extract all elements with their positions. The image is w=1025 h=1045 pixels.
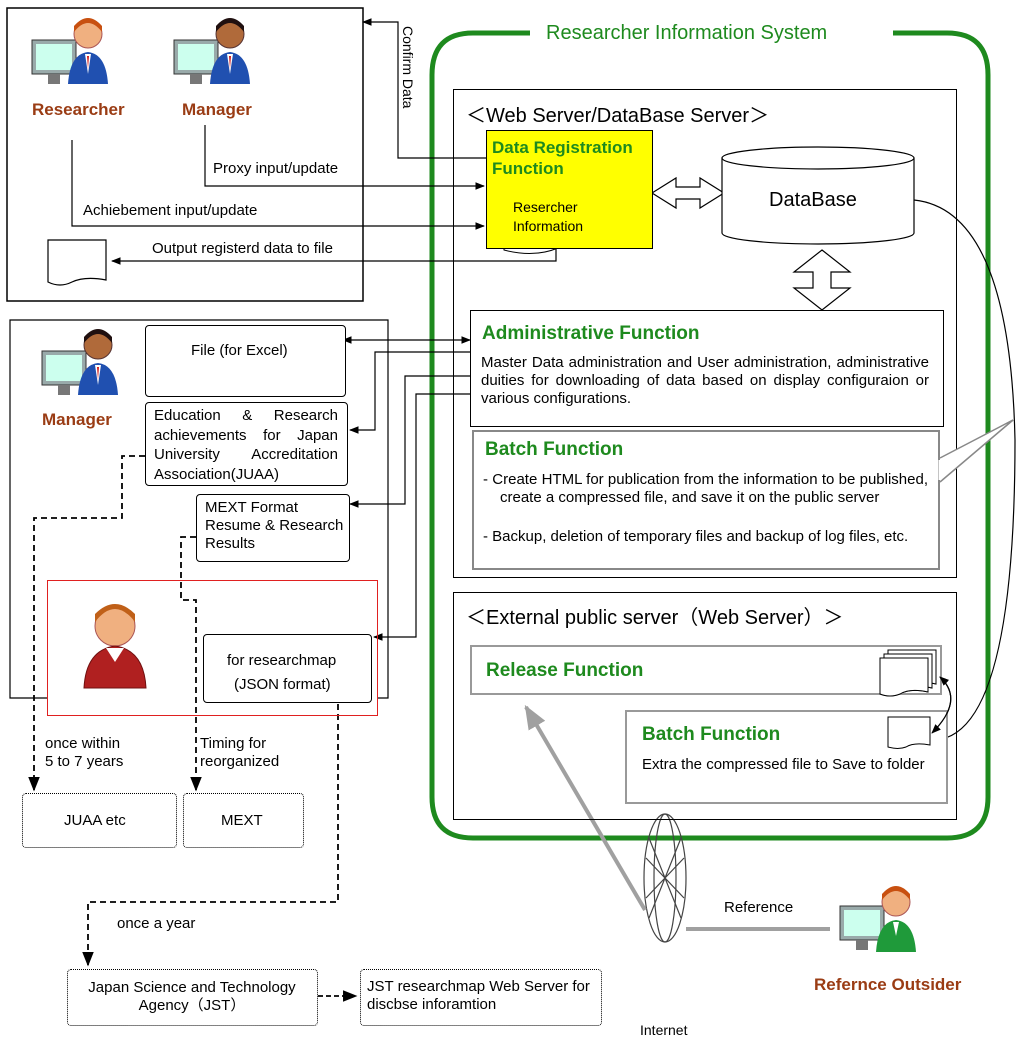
internet-globe-icon [643,813,687,943]
mext-destination-box [183,793,304,848]
excel-file-label: File (for Excel) [191,342,288,359]
db-to-batch-curve [913,199,1016,744]
admin-to-researchmap-arrow [373,393,470,641]
mext-format-label: MEXT Format Resume & Research Results [205,499,344,552]
researchmap-person-icon [80,600,150,692]
batch-function-box [472,430,940,570]
juaa-report-box [145,402,348,486]
internet-label: Internet [640,1022,688,1038]
manager-top-label: Manager [182,100,252,119]
achievement-arrow [71,140,485,230]
confirm-data-arrow [362,18,486,159]
admin-to-juaa-arrow [349,351,470,434]
data-registration-box [486,130,653,249]
researcher-info-line2: Information [513,218,584,234]
batch-item1: - Create HTML for publication from the i… [483,471,928,506]
juaa-destination-box [22,793,177,848]
juaa-timing-line2: 5 to 7 years [45,753,124,770]
outsider-avatar-icon [838,882,920,962]
researchmap-box [203,634,372,703]
jst-dashed-arrow [82,704,339,967]
juaa-dashed-arrow [28,455,145,792]
jst-destination-box [67,969,318,1026]
web-server-box [453,89,957,578]
mext-dashed-arrow [180,536,202,792]
output-arrow [111,248,557,265]
users-top-frame [6,7,364,302]
admin-function-box [470,310,944,427]
proxy-arrow [204,125,485,190]
external-server-title: ＜External public server（Web Server）＞ [466,607,844,629]
web-server-title: ＜Web Server/DataBase Server＞ [466,105,770,127]
admin-title: Administrative Function [482,323,700,344]
manager-mid-label: Manager [42,410,112,429]
system-frame [429,30,991,841]
juaa-destination-label: JUAA etc [64,812,126,829]
output-file-icon [47,239,107,286]
reference-label: Reference [724,899,794,916]
juaa-report-label: Education & Research achievements for Ja… [154,407,338,483]
researchmap-frame [47,580,378,716]
external-server-box [453,592,957,820]
mext-timing-line2: reorganized [200,753,280,770]
researchmap-line2: (JSON format) [234,676,331,693]
admin-to-mext-arrow [349,375,470,508]
outsider-label: Refernce Outsider [814,975,962,994]
researchmap-line1: for researchmap [227,652,337,669]
manager-frame [9,319,389,699]
data-registration-title: Data Registration Function [492,138,633,178]
admin-text: Master Data administration and User admi… [481,354,929,407]
batch-item2: - Backup, deletion of temporary files an… [483,528,909,545]
mext-destination-label: MEXT [221,812,263,829]
confirm-data-label: Confirm Data [400,26,416,109]
mext-format-box [196,494,350,562]
jst-destination-label: Japan Science and Technology Agency（JST） [88,979,296,1014]
internet-to-release-arrow [524,704,647,912]
achievement-label: Achiebement input/update [83,202,258,219]
jst-server-label: JST researchmap Web Server for discbse i… [367,978,590,1013]
excel-file-box [145,325,346,397]
batch-title: Batch Function [485,439,624,460]
juaa-timing-line1: once within [45,735,121,752]
database-cylinder [721,158,915,245]
external-batch-title: Batch Function [642,724,781,745]
jst-timing-label: once a year [117,915,196,932]
manager-mid-avatar-icon [40,325,120,405]
external-batch-text: Extra the compressed file to Save to fol… [642,756,925,773]
mext-timing-line1: Timing for [200,735,267,752]
manager-top-avatar-icon [172,14,252,94]
researcher-avatar-icon [30,14,110,94]
jst-server-box [360,969,602,1026]
researcher-info-line1: Resercher [513,199,578,215]
system-title: Researcher Information System [546,22,828,44]
release-function-box [470,645,942,695]
output-label: Output registerd data to file [152,240,333,257]
release-title: Release Function [486,660,644,681]
proxy-label: Proxy input/update [213,160,339,177]
researcher-label: Researcher [32,100,125,119]
database-label: DataBase [769,189,857,211]
